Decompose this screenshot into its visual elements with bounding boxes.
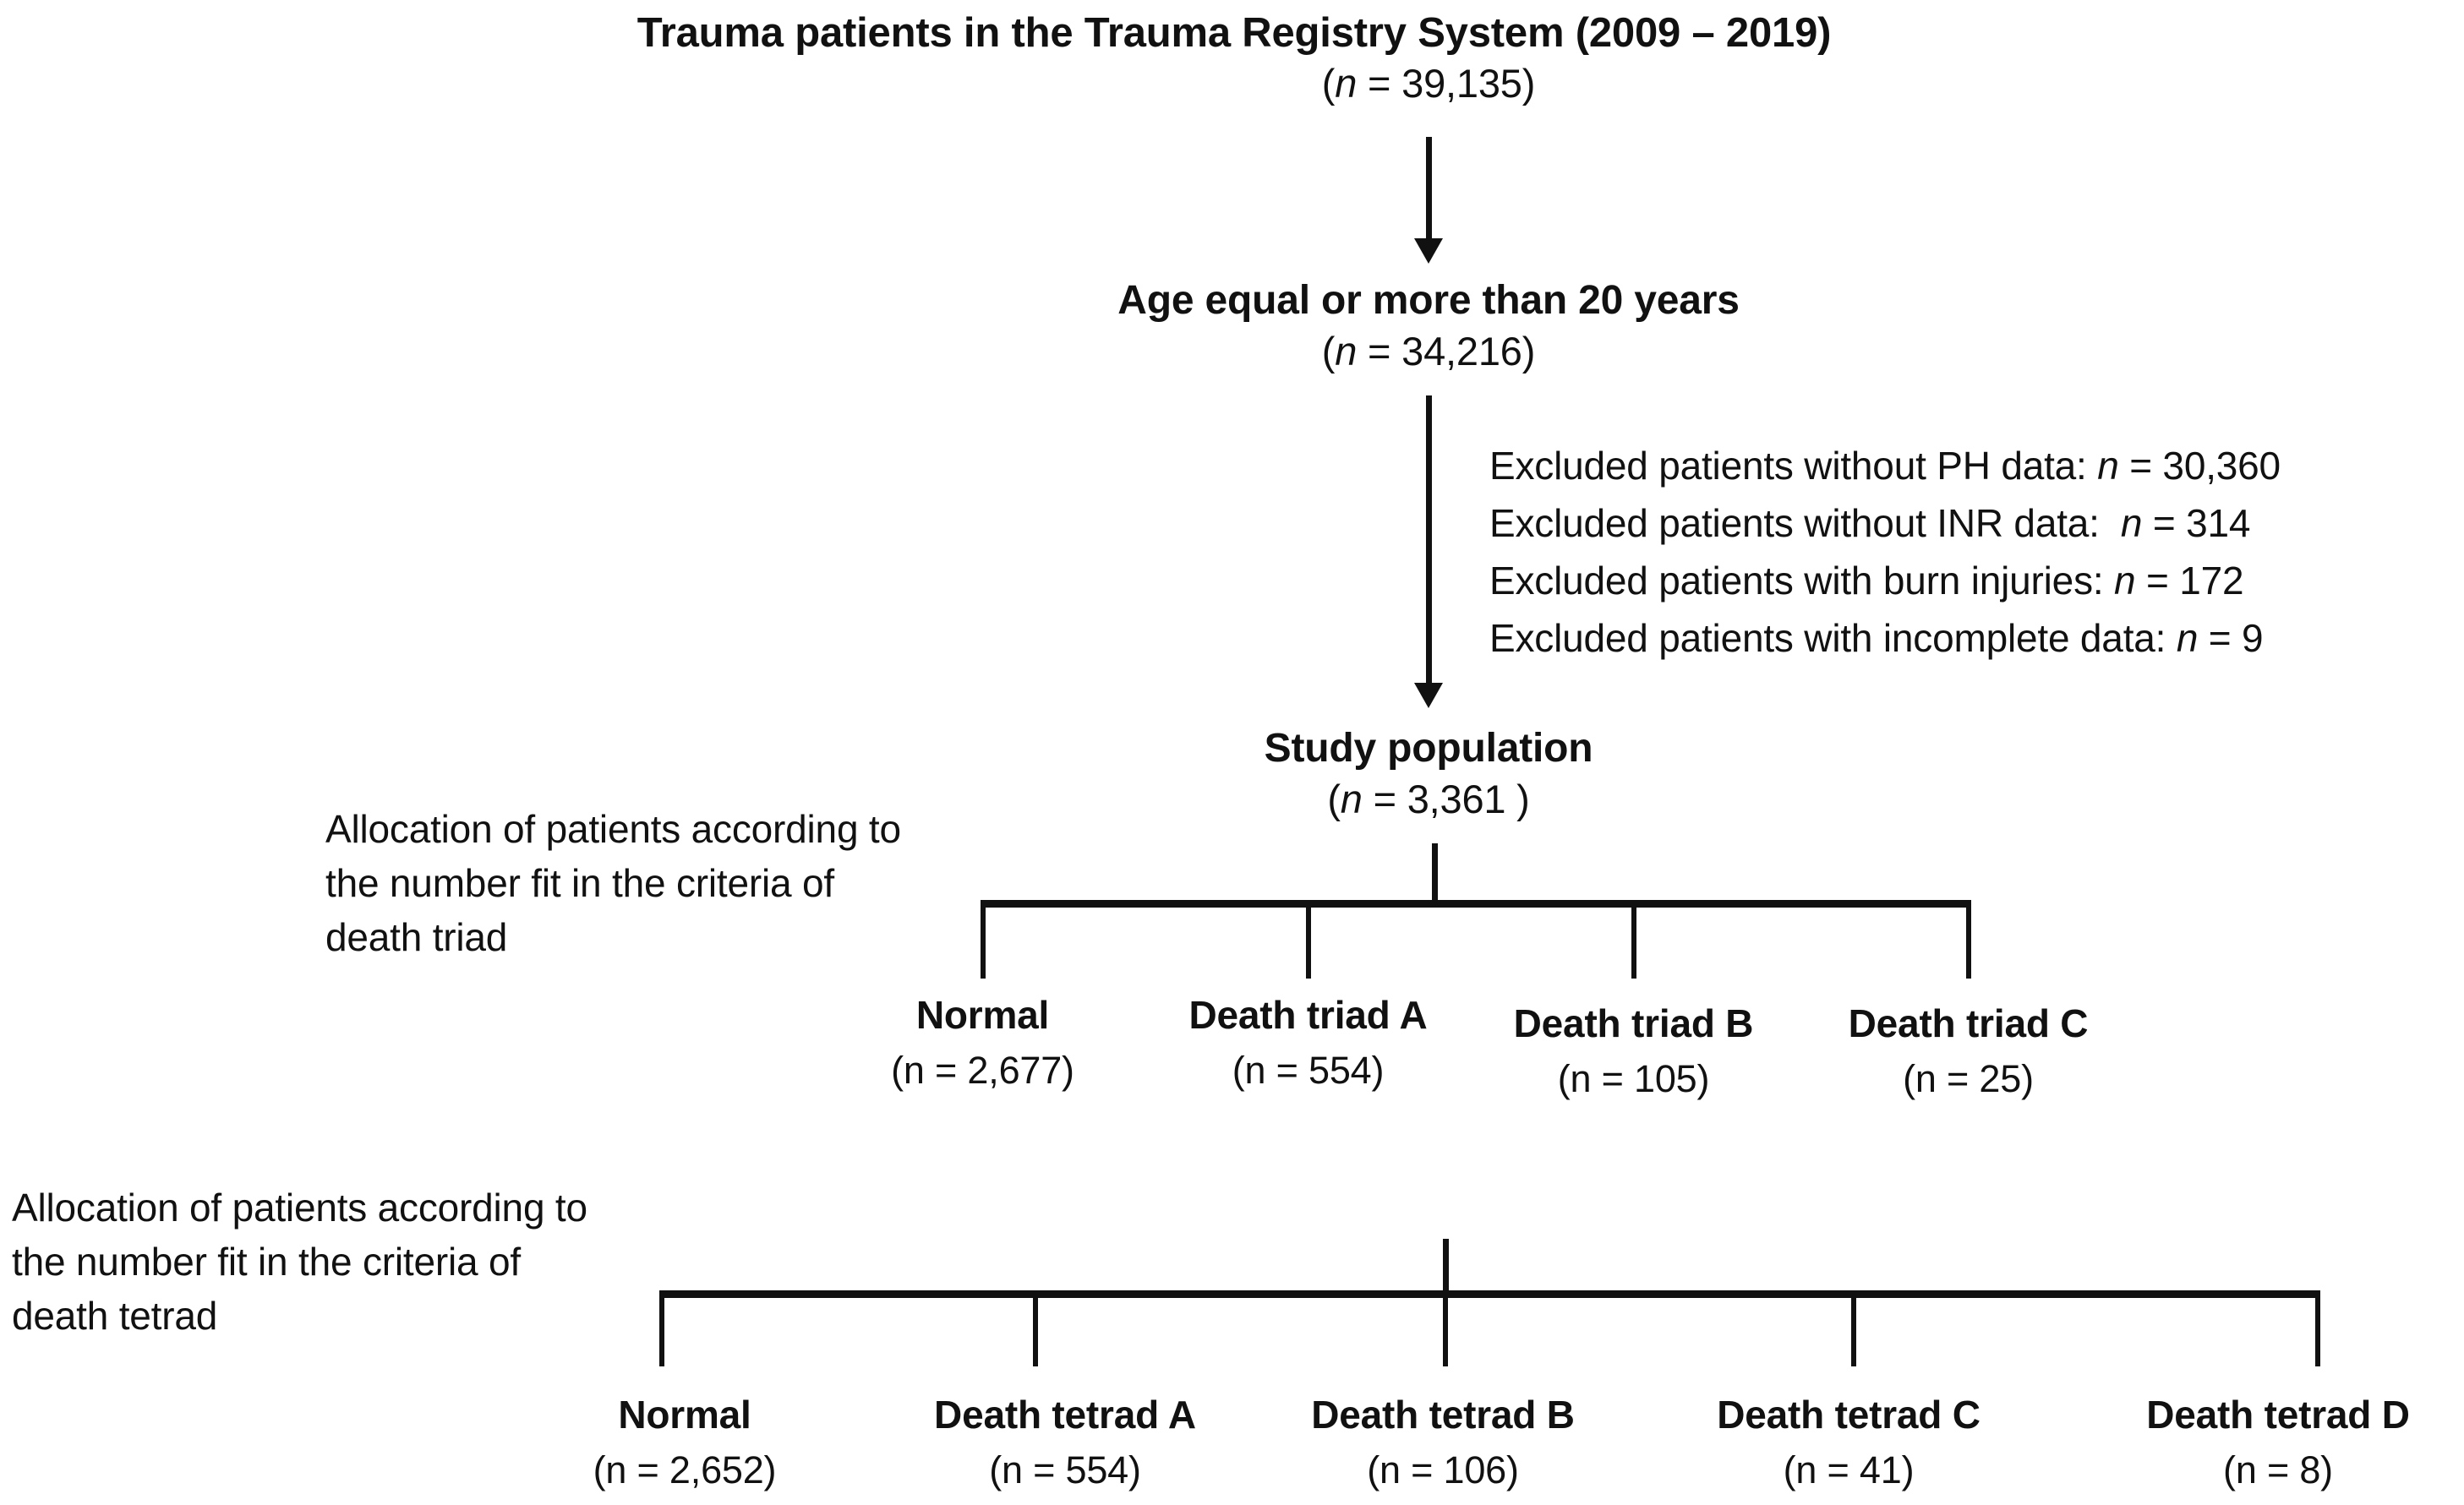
node-registry-count: (n = 39,135) (1321, 61, 1536, 106)
tetrad-group-label-2: Death tetrad B (1311, 1393, 1575, 1437)
node-age-title: Age equal or more than 20 years (1117, 278, 1740, 323)
arrow-age-to-study-shaft (1426, 395, 1432, 687)
triad-bracket-drop-1 (1306, 900, 1311, 979)
triad-annotation-line-3: death triad (325, 915, 508, 959)
triad-group-label-2: Death triad B (1513, 1001, 1754, 1045)
node-age-count: (n = 34,216) (1321, 329, 1536, 374)
triad-annotation-line-2: the number fit in the criteria of (325, 861, 834, 905)
node-registry-title: Trauma patients in the Trauma Registry S… (636, 10, 1832, 56)
tetrad-bracket-stem (1443, 1239, 1449, 1296)
triad-bracket-stem (1432, 843, 1438, 906)
tetrad-group-label-1: Death tetrad A (934, 1393, 1196, 1437)
tetrad-group-label-0: Normal (618, 1393, 751, 1437)
tetrad-group-count-0: (n = 2,652) (593, 1448, 777, 1491)
triad-group-count-0: (n = 2,677) (891, 1049, 1074, 1092)
exclusion-item-1: Excluded patients without INR data: n = … (1489, 501, 2251, 545)
exclusion-item-2: Excluded patients with burn injuries: n … (1489, 559, 2244, 603)
tetrad-group-count-3: (n = 41) (1783, 1448, 1915, 1491)
tetrad-bracket-drop-3 (1851, 1290, 1856, 1366)
triad-group-count-3: (n = 25) (1903, 1057, 2034, 1100)
tetrad-bracket-drop-1 (1033, 1290, 1038, 1366)
triad-bracket-drop-3 (1966, 900, 1971, 979)
arrow-age-to-study-head (1414, 683, 1443, 708)
tetrad-group-count-4: (n = 8) (2223, 1448, 2333, 1491)
tetrad-group-count-1: (n = 554) (989, 1448, 1141, 1491)
node-study-population-title: Study population (1264, 726, 1593, 771)
triad-group-label-1: Death triad A (1188, 993, 1428, 1037)
node-study-population-count: (n = 3,361 ) (1327, 777, 1530, 821)
exclusion-item-3: Excluded patients with incomplete data: … (1489, 616, 2264, 660)
arrow-registry-to-age-shaft (1426, 137, 1432, 243)
triad-bracket-drop-0 (981, 900, 986, 979)
tetrad-group-count-2: (n = 106) (1367, 1448, 1519, 1491)
tetrad-annotation-line-1: Allocation of patients according to (12, 1186, 587, 1230)
triad-group-count-1: (n = 554) (1232, 1049, 1385, 1092)
tetrad-annotation-line-3: death tetrad (12, 1294, 218, 1338)
exclusion-item-0: Excluded patients without PH data: n = 3… (1489, 444, 2281, 488)
triad-group-count-2: (n = 105) (1557, 1057, 1710, 1100)
tetrad-bracket-bar (659, 1290, 2320, 1298)
tetrad-bracket-drop-0 (659, 1290, 664, 1366)
triad-annotation-line-1: Allocation of patients according to (325, 807, 901, 851)
triad-bracket-drop-2 (1631, 900, 1636, 979)
triad-bracket-bar (981, 900, 1971, 908)
triad-group-label-0: Normal (915, 993, 1050, 1037)
tetrad-bracket-drop-4 (2315, 1290, 2320, 1366)
tetrad-bracket-drop-2 (1443, 1290, 1448, 1366)
arrow-registry-to-age-head (1414, 238, 1443, 264)
triad-group-label-3: Death triad C (1848, 1001, 2089, 1045)
tetrad-annotation-line-2: the number fit in the criteria of (12, 1240, 521, 1284)
tetrad-group-label-4: Death tetrad D (2146, 1393, 2410, 1437)
tetrad-group-label-3: Death tetrad C (1717, 1393, 1980, 1437)
